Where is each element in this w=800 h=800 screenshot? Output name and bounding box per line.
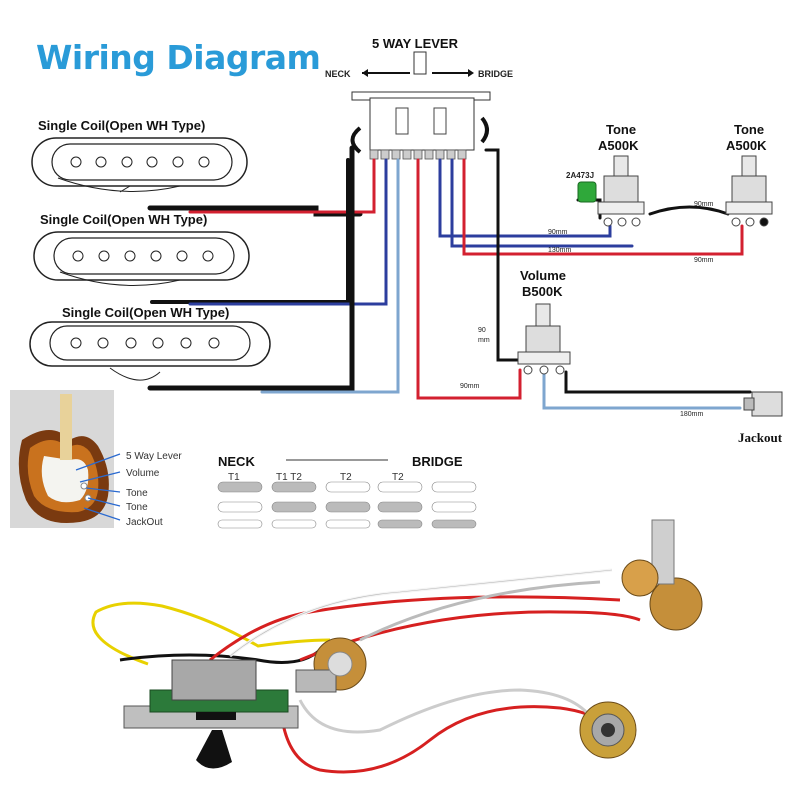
position-label-1: T1 — [228, 472, 240, 483]
position-chart: NECK BRIDGE T1 T1 T2 T2 T2 — [217, 454, 477, 529]
len-180: 180mm — [680, 411, 704, 418]
capacitor-label: 2A473J — [566, 171, 594, 180]
volume-pot: Volume B500K — [517, 268, 571, 375]
legend-tone-1: Tone — [126, 488, 148, 499]
five-way-switch: 5 WAY LEVER NECK BRIDGE — [325, 36, 513, 160]
pickup-middle: Single Coil(Open WH Type) — [33, 212, 250, 286]
harness-photo — [91, 519, 703, 774]
switch-neck-label: NECK — [325, 69, 351, 79]
tone1-value: A500K — [598, 138, 639, 153]
legend-lever: 5 Way Lever — [126, 451, 182, 462]
len-90-vol: 90 — [478, 327, 486, 334]
wire-length-labels: 90mm 130mm 90mm 90mm 90 mm 90mm 180mm — [460, 201, 714, 418]
legend-tone-2: Tone — [126, 502, 148, 513]
pickup-bridge-label: Single Coil(Open WH Type) — [62, 305, 229, 320]
position-label-4: T2 — [392, 472, 404, 483]
len-130: 130mm — [548, 247, 572, 254]
switch-bridge-label: BRIDGE — [478, 69, 513, 79]
len-90-tone-red: 90mm — [694, 257, 714, 264]
pickup-bridge: Single Coil(Open WH Type) — [29, 305, 271, 381]
pickup-neck-label: Single Coil(Open WH Type) — [38, 118, 205, 133]
tone-pot-2: Tone A500K — [725, 122, 773, 227]
legend-jackout: JackOut — [126, 517, 163, 528]
position-label-3: T2 — [340, 472, 352, 483]
len-90-vol-unit: mm — [478, 337, 490, 344]
guitar-legend-labels: 5 Way Lever Volume Tone Tone JackOut — [126, 451, 182, 528]
legend-volume: Volume — [126, 468, 160, 479]
tone2-value: A500K — [726, 138, 767, 153]
jack-label: Jackout — [738, 430, 783, 445]
position-bridge: BRIDGE — [412, 454, 463, 469]
pickup-middle-label: Single Coil(Open WH Type) — [40, 212, 207, 227]
tone-pot-1: Tone A500K — [597, 122, 645, 227]
guitar-photo — [10, 390, 114, 528]
guitar-legend — [75, 453, 121, 521]
switch-body — [369, 97, 475, 151]
position-neck: NECK — [218, 454, 255, 469]
switch-lever — [413, 51, 427, 75]
capacitor: 2A473J — [566, 171, 597, 203]
tone2-name: Tone — [734, 122, 764, 137]
len-90-bottom: 90mm — [460, 383, 480, 390]
len-90-tone: 90mm — [694, 201, 714, 208]
output-jack: Jackout — [738, 391, 783, 445]
pickup-neck: Single Coil(Open WH Type) — [31, 118, 248, 193]
tone1-name: Tone — [606, 122, 636, 137]
switch-label: 5 WAY LEVER — [372, 36, 459, 51]
volume-value: B500K — [522, 284, 563, 299]
volume-name: Volume — [520, 268, 566, 283]
position-label-2: T1 T2 — [276, 472, 302, 483]
len-90-top: 90mm — [548, 229, 568, 236]
page-title: Wiring Diagram — [36, 38, 321, 77]
